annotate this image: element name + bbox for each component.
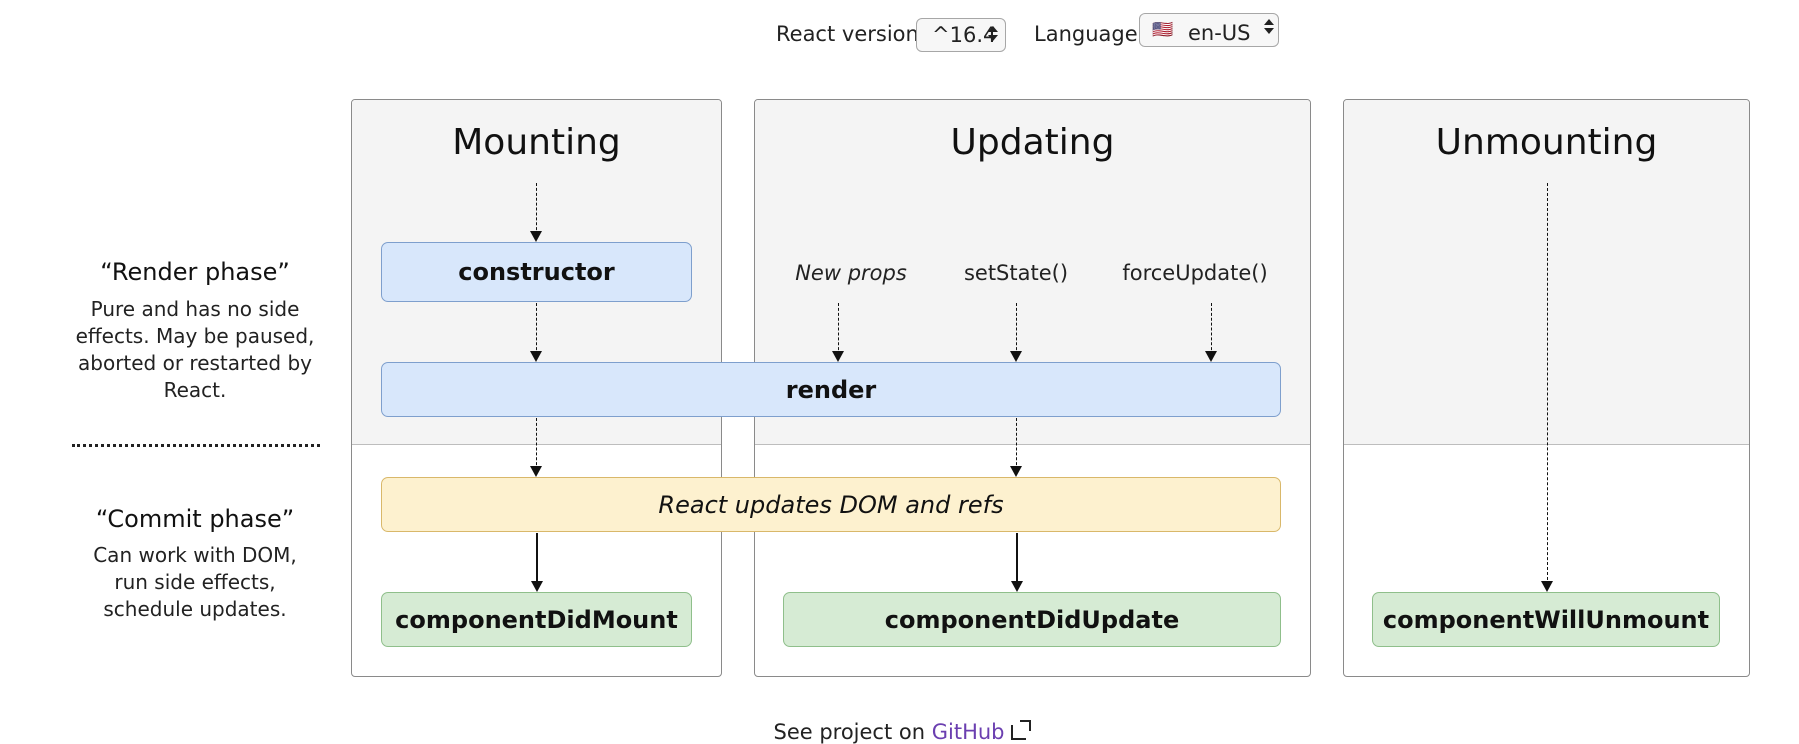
unmounting-title: Unmounting bbox=[1435, 122, 1658, 163]
phase-divider bbox=[72, 444, 320, 447]
arrow-down-icon bbox=[1541, 183, 1553, 592]
trigger-set-state: setState() bbox=[963, 261, 1069, 285]
github-link[interactable]: GitHub bbox=[931, 720, 1005, 744]
render-phase-title: “Render phase” bbox=[100, 258, 290, 286]
select-arrows-icon bbox=[1264, 19, 1274, 35]
render-phase-description: Pure and has no side effects. May be pau… bbox=[75, 297, 315, 402]
trigger-force-update: forceUpdate() bbox=[1122, 261, 1268, 285]
footer: See project on GitHub bbox=[0, 720, 1799, 744]
language-label: Language bbox=[1034, 22, 1138, 46]
us-flag-icon: 🇺🇸 bbox=[1152, 20, 1174, 40]
react-updates-dom-box: React updates DOM and refs bbox=[381, 477, 1281, 532]
external-link-icon[interactable] bbox=[1010, 720, 1031, 740]
language-select[interactable]: 🇺🇸 en-US bbox=[1139, 13, 1279, 47]
commit-phase-title: “Commit phase” bbox=[95, 505, 295, 533]
react-version-label: React version bbox=[776, 22, 919, 46]
select-arrows-icon bbox=[988, 26, 998, 42]
footer-text: See project on bbox=[773, 720, 932, 744]
unmounting-panel: Unmounting bbox=[1343, 99, 1750, 677]
render-box: render bbox=[381, 362, 1281, 417]
arrow-down-icon bbox=[1205, 303, 1217, 362]
constructor-box: constructor bbox=[381, 242, 692, 302]
arrow-down-icon bbox=[1010, 418, 1022, 477]
commit-phase-description: Can work with DOM, run side effects, sch… bbox=[93, 543, 297, 621]
arrow-down-icon bbox=[832, 303, 844, 362]
updating-title: Updating bbox=[950, 122, 1115, 163]
arrow-down-icon bbox=[1010, 303, 1022, 362]
trigger-new-props: New props bbox=[795, 261, 907, 285]
component-did-update-box: componentDidUpdate bbox=[783, 592, 1281, 647]
arrow-down-icon bbox=[530, 183, 542, 242]
arrow-down-icon bbox=[531, 533, 543, 592]
arrow-down-icon bbox=[530, 303, 542, 362]
react-version-value: ^16.4 bbox=[932, 23, 997, 47]
mounting-title: Mounting bbox=[452, 122, 621, 163]
language-value: en-US bbox=[1188, 21, 1251, 45]
component-will-unmount-box: componentWillUnmount bbox=[1372, 592, 1720, 647]
react-version-select[interactable]: ^16.4 bbox=[916, 18, 1006, 52]
render-phase-area bbox=[1344, 100, 1749, 445]
component-did-mount-box: componentDidMount bbox=[381, 592, 692, 647]
arrow-down-icon bbox=[1011, 533, 1023, 592]
arrow-down-icon bbox=[530, 418, 542, 477]
